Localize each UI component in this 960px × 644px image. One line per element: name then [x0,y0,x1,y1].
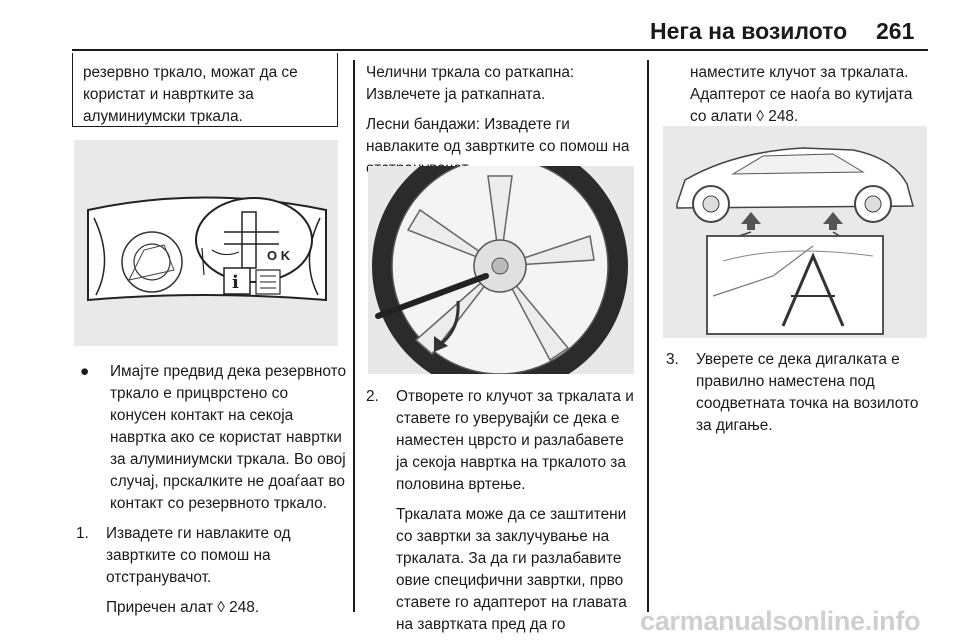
spare-wheel-figure: O K i [74,140,338,346]
step-1-text: Извадете ги навлаките од завртките со по… [106,525,291,586]
header-divider [72,49,928,51]
wheel-wrench-figure [368,138,634,394]
bullet-text: Имајте предвид дека резервното тркало е … [110,363,347,512]
column-2-body: 2. Отворете го клучот за тркалата и став… [366,386,640,644]
step-3-number: 3. [666,351,679,368]
note-box: резервно тркало, можат да се користат и … [72,53,338,127]
step-2-text-continued: Тркалата може да се заштитени со завртки… [396,506,627,633]
column-divider-2 [647,60,649,612]
step-3-text: Уверете се дека дигалката е правилно нам… [696,351,919,434]
col2-paragraph-1: Челични тркала со раткапна: Извлечете ја… [366,64,575,103]
jacking-point-figure [663,126,927,338]
col3-paragraph-1: наместите клучот за тркалата. Адаптерот … [690,64,913,125]
step-2: 2. Отворете го клучот за тркалата и став… [366,386,640,636]
step-1: 1. Извадете ги навлаките од завртките со… [76,523,348,619]
step-3: 3. Уверете се дека дигалката е правилно … [666,349,928,437]
spare-wheel-illustration: O K i [87,196,327,302]
ok-label: O K [267,248,291,263]
step-2-text: Отворете го клучот за тркалата и ставете… [396,388,634,493]
column-3-body: 3. Уверете се дека дигалката е правилно … [666,349,928,445]
watermark-text: carmanualsonline.info [640,606,921,636]
bullet-marker: ● [80,363,90,380]
bullet-item: ● Имајте предвид дека резервното тркало … [80,361,348,515]
svg-text:i: i [232,272,239,293]
step-1-reference: Приречен алат ◊ 248. [106,599,260,616]
wheel-wrench-illustration [372,138,628,394]
page-header-title: Нега на возилото [650,18,848,44]
column-1-body: ● Имајте предвид дека резервното тркало … [76,361,348,627]
jacking-point-illustration [676,147,914,335]
page-number: 261 [876,18,915,44]
step-2-number: 2. [366,388,379,405]
column-divider-1 [353,60,355,612]
step-1-number: 1. [76,525,89,542]
column-3-top: наместите клучот за тркалата. Адаптерот … [690,62,926,136]
